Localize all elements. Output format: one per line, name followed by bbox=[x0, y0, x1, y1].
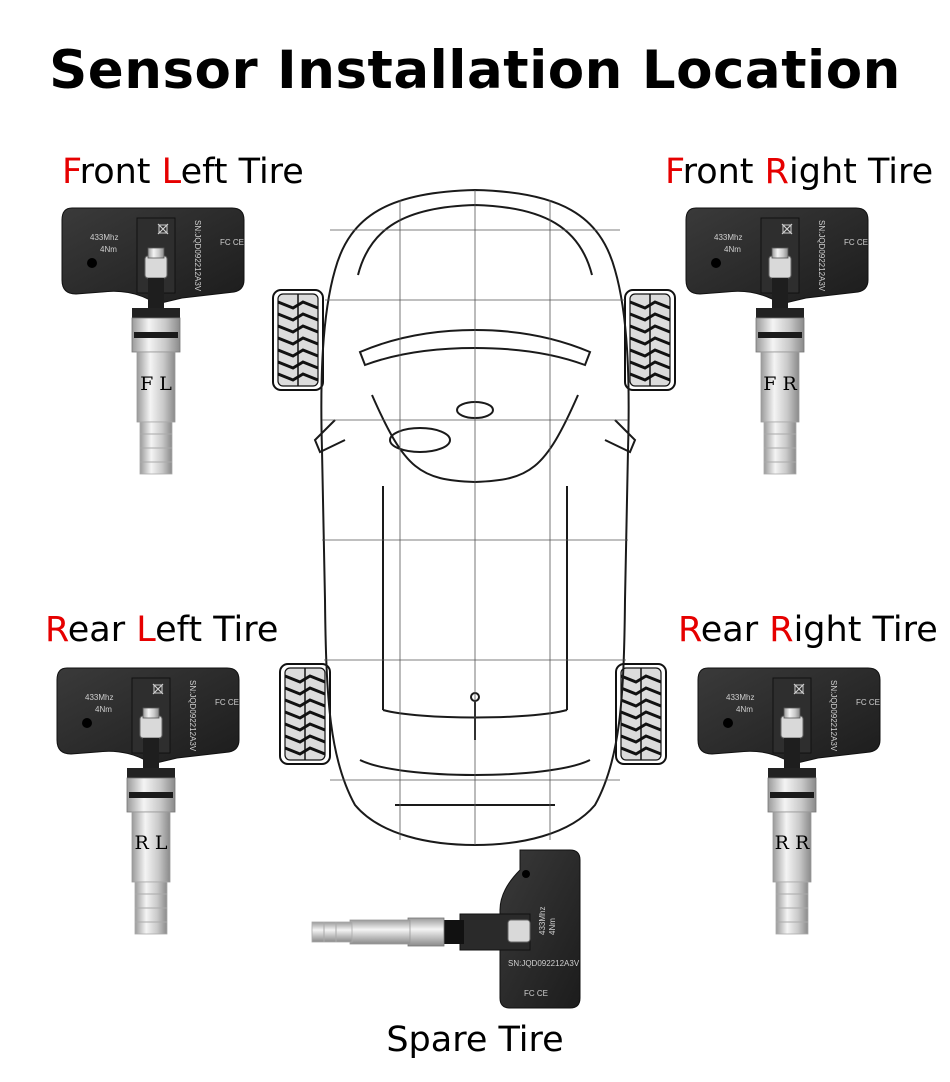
front-left-sensor-icon bbox=[61, 207, 245, 475]
label-rear-right-tire: Rear Right Tire bbox=[678, 610, 938, 650]
rl-marks-text: FC CE bbox=[215, 698, 239, 707]
label-part: F bbox=[62, 152, 80, 192]
sensor-code-rr: R R bbox=[775, 832, 810, 854]
fr-frequency-text: 433Mhz bbox=[714, 233, 742, 242]
rl-frequency-text: 433Mhz bbox=[85, 693, 113, 702]
fr-serial-text: SN:JQD092212A3V bbox=[817, 220, 826, 292]
label-part: ront bbox=[682, 152, 765, 192]
label-part: L bbox=[161, 152, 181, 192]
label-part: R bbox=[678, 610, 701, 650]
label-part: R bbox=[45, 610, 68, 650]
fl-serial-text: SN:JQD092212A3V bbox=[193, 220, 202, 292]
front-right-tire-icon bbox=[623, 288, 677, 392]
label-rear-left-tire: Rear Left Tire bbox=[45, 610, 278, 650]
fl-torque-text: 4Nm bbox=[100, 245, 117, 254]
label-front-left-tire: Front Left Tire bbox=[62, 152, 304, 192]
label-part: ear bbox=[700, 610, 770, 650]
label-part: R bbox=[764, 152, 789, 192]
fl-marks-text: FC CE bbox=[220, 238, 244, 247]
rear-right-sensor-icon bbox=[697, 667, 881, 935]
front-right-sensor-icon bbox=[685, 207, 869, 475]
rr-marks-text: FC CE bbox=[856, 698, 880, 707]
rr-serial-text: SN:JQD092212A3V bbox=[829, 680, 838, 752]
label-part: eft Tire bbox=[155, 610, 279, 650]
rear-left-sensor-icon bbox=[56, 667, 240, 935]
fr-marks-text: FC CE bbox=[844, 238, 868, 247]
car-grid-lines bbox=[322, 190, 628, 845]
rl-torque-text: 4Nm bbox=[95, 705, 112, 714]
spare-torque-text: 4Nm bbox=[548, 918, 557, 935]
rr-torque-text: 4Nm bbox=[736, 705, 753, 714]
front-left-tire-icon bbox=[271, 288, 325, 392]
rear-left-tire-icon bbox=[278, 662, 332, 766]
label-spare-tire: Spare Tire bbox=[386, 1020, 564, 1060]
rr-frequency-text: 433Mhz bbox=[726, 693, 754, 702]
sensor-code-fl: F L bbox=[140, 373, 172, 395]
label-part: eft Tire bbox=[180, 152, 304, 192]
label-part: R bbox=[769, 610, 794, 650]
label-front-right-tire: Front Right Tire bbox=[665, 152, 933, 192]
label-part: L bbox=[136, 610, 156, 650]
sensor-code-rl: R L bbox=[135, 832, 168, 854]
spare-marks-text: FC CE bbox=[524, 989, 548, 998]
spare-serial-text: SN:JQD092212A3V bbox=[508, 959, 580, 968]
label-part: ight Tire bbox=[793, 610, 938, 650]
sensor-code-fr: F R bbox=[763, 373, 797, 395]
rl-serial-text: SN:JQD092212A3V bbox=[188, 680, 197, 752]
spare-frequency-text: 433Mhz bbox=[538, 907, 547, 935]
fl-frequency-text: 433Mhz bbox=[90, 233, 118, 242]
label-part: F bbox=[665, 152, 683, 192]
fr-torque-text: 4Nm bbox=[724, 245, 741, 254]
label-part: ront bbox=[79, 152, 162, 192]
label-part: ight Tire bbox=[789, 152, 934, 192]
page-title: Sensor Installation Location bbox=[49, 40, 901, 101]
label-part: ear bbox=[67, 610, 137, 650]
